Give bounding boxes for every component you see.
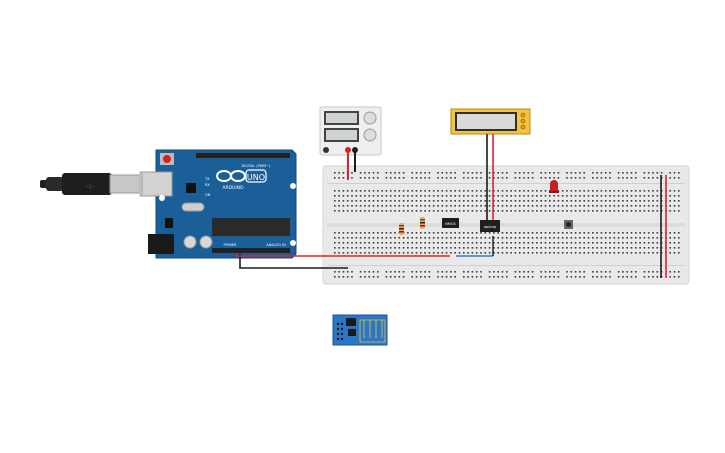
tx-label: TX	[204, 177, 210, 181]
pushbutton-icon[interactable]	[564, 220, 573, 229]
nmos-chip-label: NMOS	[445, 222, 456, 226]
breadboard[interactable]	[322, 165, 690, 285]
digital-header-label: DIGITAL (PWM~)	[241, 164, 271, 168]
arduino-uno-board[interactable]: UNO ARDUINO DIGITAL (PWM~) POWER ANALOG …	[141, 149, 297, 259]
opamp-chip-label: opAmp	[484, 225, 497, 229]
led-icon[interactable]	[549, 180, 559, 193]
opamp-chip[interactable]: opAmp	[480, 220, 500, 232]
resistor-icon[interactable]	[399, 223, 404, 235]
resistor-icon[interactable]	[420, 217, 425, 229]
reset-button[interactable]	[160, 153, 174, 165]
power-supply-icon[interactable]	[319, 106, 382, 156]
analog-header-label: ANALOG IN	[266, 243, 286, 247]
on-label: ON	[205, 193, 211, 197]
rx-label: RX	[205, 183, 210, 187]
wires[interactable]	[235, 134, 667, 278]
nmos-chip[interactable]: NMOS	[442, 218, 459, 228]
arduino-model-text: UNO	[247, 173, 265, 182]
lcd-display-icon[interactable]	[450, 108, 531, 135]
arduino-logo-icon	[216, 169, 267, 183]
arduino-brand-text: ARDUINO	[222, 185, 244, 191]
esp-wifi-module-icon[interactable]	[332, 314, 388, 346]
power-header-label: POWER	[224, 243, 238, 247]
svg-text:◁▷: ◁▷	[85, 183, 95, 190]
